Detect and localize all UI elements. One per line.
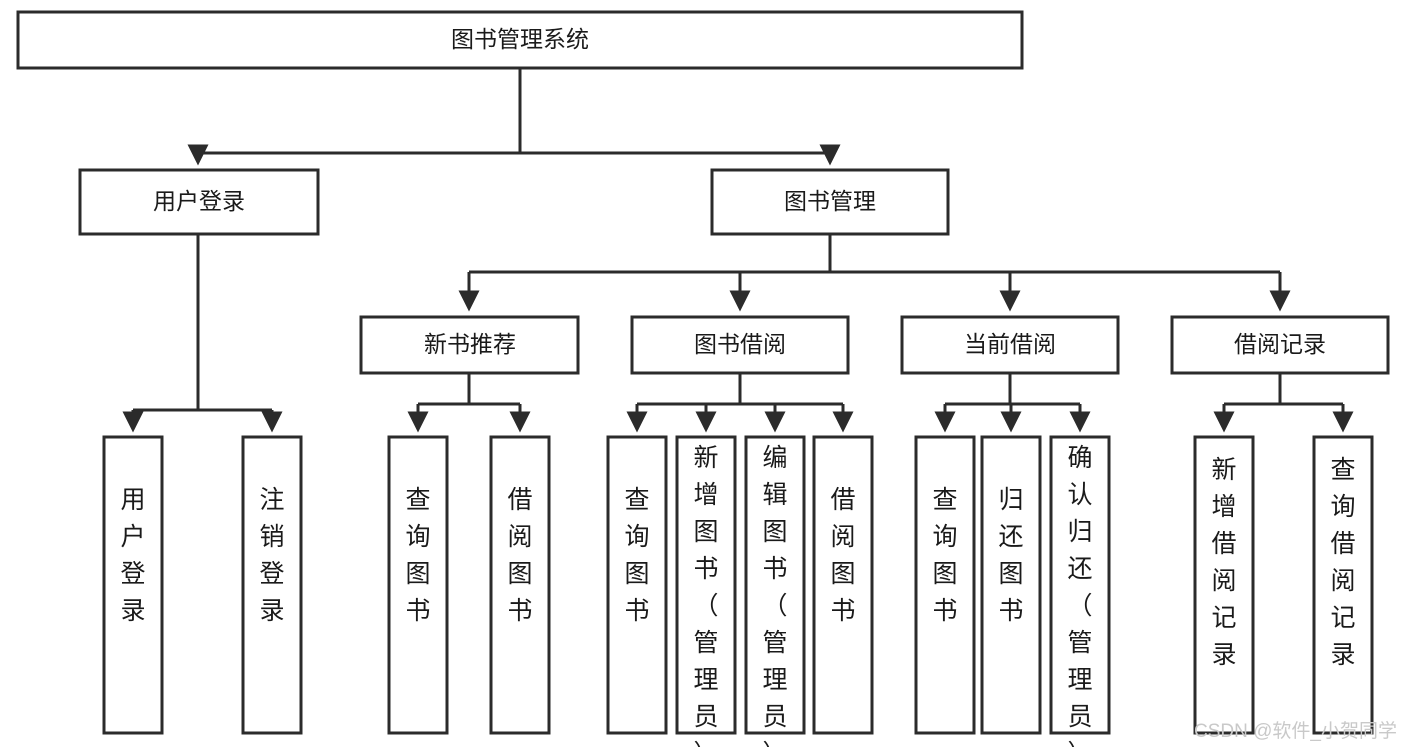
leaf-edit-book-box[interactable]	[744, 435, 806, 735]
node-new-book-recommend-box[interactable]	[359, 315, 580, 375]
leaf-borrow-book-2-box[interactable]	[812, 435, 874, 735]
leaf-query-book-2-box[interactable]	[606, 435, 668, 735]
leaf-return-book[interactable]: 归还图书	[980, 435, 1042, 735]
leaf-edit-book-label: 编辑图书（管理员）	[762, 444, 787, 747]
node-borrow-record-label: 借阅记录	[1234, 331, 1326, 357]
node-book-management[interactable]: 图书管理	[710, 168, 950, 236]
leaf-confirm-return-label: 确认归还（管理员）	[1067, 444, 1092, 747]
leaf-query-book-3-label: 查询图书	[932, 486, 957, 625]
node-user-login-label: 用户登录	[153, 188, 245, 214]
leaf-add-book-label: 新增图书（管理员）	[693, 444, 718, 747]
node-root-box[interactable]	[16, 10, 1024, 70]
leaf-query-record[interactable]: 查询借阅记录	[1312, 435, 1374, 735]
leaf-query-book-2[interactable]: 查询图书	[606, 435, 668, 735]
leaf-confirm-return-box[interactable]	[1049, 435, 1111, 735]
node-book-borrow-box[interactable]	[630, 315, 850, 375]
node-new-book-recommend-label: 新书推荐	[424, 331, 516, 357]
leaf-borrow-book-1-label: 借阅图书	[507, 486, 532, 625]
leaf-return-book-box[interactable]	[980, 435, 1042, 735]
node-user-login[interactable]: 用户登录	[78, 168, 320, 236]
leaf-borrow-book-1[interactable]: 借阅图书	[489, 435, 551, 735]
node-current-borrow-label: 当前借阅	[964, 331, 1056, 357]
leaf-add-record-label: 新增借阅记录	[1211, 456, 1236, 669]
node-borrow-record-box[interactable]	[1170, 315, 1390, 375]
leaf-add-record-box[interactable]	[1193, 435, 1255, 735]
leaf-query-record-box[interactable]	[1312, 435, 1374, 735]
leaf-borrow-book-1-box[interactable]	[489, 435, 551, 735]
leaf-user-logout[interactable]: 注销登录	[241, 435, 303, 735]
leaf-user-login-label: 用户登录	[120, 486, 145, 625]
node-root-label: 图书管理系统	[451, 26, 589, 52]
leaf-user-logout-box[interactable]	[241, 435, 303, 735]
node-current-borrow-box[interactable]	[900, 315, 1120, 375]
node-borrow-record[interactable]: 借阅记录	[1170, 315, 1390, 375]
leaf-borrow-book-2-label: 借阅图书	[830, 486, 855, 625]
leaf-user-login-box[interactable]	[102, 435, 164, 735]
node-new-book-recommend[interactable]: 新书推荐	[359, 315, 580, 375]
node-user-login-box[interactable]	[78, 168, 320, 236]
leaf-add-record[interactable]: 新增借阅记录	[1193, 435, 1255, 735]
leaf-query-book-1-label: 查询图书	[405, 486, 430, 625]
edge-layer	[122, 68, 1354, 433]
leaf-user-logout-label: 注销登录	[259, 486, 284, 625]
leaf-borrow-book-2[interactable]: 借阅图书	[812, 435, 874, 735]
leaf-add-book[interactable]: 新增图书（管理员）	[675, 435, 737, 747]
leaf-query-book-3-box[interactable]	[914, 435, 976, 735]
leaf-query-book-1-box[interactable]	[387, 435, 449, 735]
leaf-edit-book[interactable]: 编辑图书（管理员）	[744, 435, 806, 747]
node-book-borrow[interactable]: 图书借阅	[630, 315, 850, 375]
node-root[interactable]: 图书管理系统	[16, 10, 1024, 70]
node-book-management-label: 图书管理	[784, 188, 876, 214]
leaf-user-login[interactable]: 用户登录	[102, 435, 164, 735]
node-book-management-box[interactable]	[710, 168, 950, 236]
leaf-query-record-label: 查询借阅记录	[1330, 456, 1355, 669]
node-book-borrow-label: 图书借阅	[694, 331, 786, 357]
leaf-confirm-return[interactable]: 确认归还（管理员）	[1049, 435, 1111, 747]
leaf-query-book-2-label: 查询图书	[624, 486, 649, 625]
csdn-watermark: CSDN @软件_小贺同学	[1194, 721, 1397, 742]
leaf-add-book-box[interactable]	[675, 435, 737, 735]
leaf-return-book-label: 归还图书	[998, 486, 1023, 625]
leaf-query-book-3[interactable]: 查询图书	[914, 435, 976, 735]
leaf-query-book-1[interactable]: 查询图书	[387, 435, 449, 735]
node-current-borrow[interactable]: 当前借阅	[900, 315, 1120, 375]
